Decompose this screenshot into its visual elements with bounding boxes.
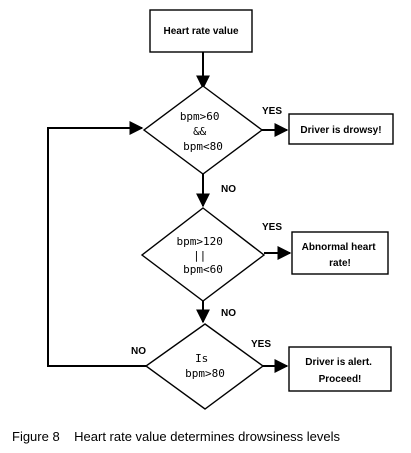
svg-text:bpm>120 || bpm<60: bpm>120 || bpm<60	[177, 235, 230, 276]
drowsy-box-label: Driver is drowsy!	[300, 125, 381, 136]
decision-3-diamond	[144, 323, 265, 410]
svg-text:Is bpm>80: Is bpm>80	[185, 352, 225, 380]
decision-2-diamond	[140, 207, 266, 302]
decision-1-line-1: bpm>60	[180, 110, 220, 123]
start-box	[149, 9, 253, 53]
decision-3-line-1: Is	[195, 352, 208, 365]
abnormal-line-2: rate!	[329, 258, 351, 269]
svg-text:bpm>60 && bpm<80: bpm>60 && bpm<80	[180, 110, 226, 153]
d1-yes-label: YES	[262, 106, 282, 117]
d2-yes-label: YES	[262, 222, 282, 233]
d3-yes-label: YES	[251, 339, 271, 350]
start-box-label: Heart rate value	[163, 26, 238, 37]
loop-back-d3-no	[47, 121, 146, 367]
decision-1-diamond	[142, 85, 264, 175]
drowsy-box	[288, 113, 394, 145]
alert-box	[288, 346, 392, 392]
decision-3-line-2: bpm>80	[185, 367, 225, 380]
flowchart: Heart rate value bpm>60 && bpm<80 Driver…	[47, 9, 394, 410]
svg-text:Abnormal heart rate!: Abnormal heart rate!	[302, 242, 379, 269]
decision-2-line-2: ||	[193, 249, 206, 262]
decision-2-line-1: bpm>120	[177, 235, 223, 248]
alert-line-1: Driver is alert.	[305, 357, 372, 368]
abnormal-line-1: Abnormal heart	[302, 242, 377, 253]
figure-caption: Figure 8 Heart rate value determines dro…	[12, 429, 341, 444]
decision-1-line-3: bpm<80	[183, 140, 223, 153]
d3-no-label: NO	[131, 346, 146, 357]
abnormal-box	[291, 231, 389, 275]
decision-2-line-3: bpm<60	[183, 263, 223, 276]
alert-line-2: Proceed!	[319, 374, 362, 385]
svg-text:Driver is alert. Proceed!: Driver is alert. Proceed!	[305, 357, 375, 385]
decision-1-line-2: &&	[193, 125, 207, 138]
d2-no-label: NO	[221, 308, 236, 319]
d1-no-label: NO	[221, 184, 236, 195]
